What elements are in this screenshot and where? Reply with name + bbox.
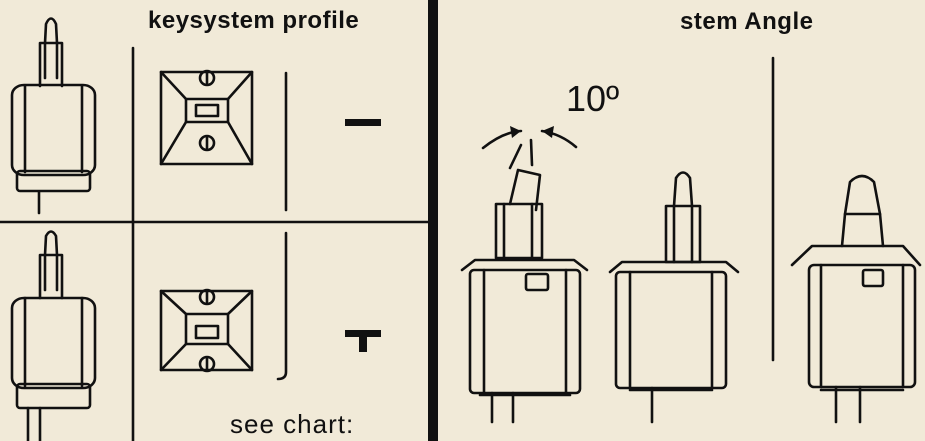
keysystem-top-view-1	[159, 69, 254, 166]
keysystem-top-view-2	[159, 288, 254, 373]
keysystem-profile-title: keysystem profile	[148, 7, 360, 34]
angle-label: 10º	[566, 78, 620, 119]
see-chart-text: see chart:	[230, 409, 355, 439]
profile-symbol-bar	[345, 119, 381, 126]
keysystem-profile-diagram	[0, 17, 430, 441]
keysystem-column-divider-3	[276, 231, 288, 381]
keysystem-profile-panel: keysystem profile	[0, 0, 430, 441]
panel-divider	[428, 0, 438, 441]
stem-angle-title: stem Angle	[680, 8, 814, 35]
stem-angle-diagram	[460, 56, 922, 424]
angle-arrowheads	[510, 126, 554, 138]
switch-side-view-top	[10, 17, 97, 215]
profile-symbol-tee	[345, 330, 381, 352]
stem-angle-panel: stem Angle 10º	[440, 0, 925, 441]
wide-stem-switch	[790, 174, 922, 424]
angled-stem-switch	[460, 129, 589, 424]
switch-side-view-bottom	[10, 230, 97, 441]
straight-stem-switch	[608, 171, 740, 424]
